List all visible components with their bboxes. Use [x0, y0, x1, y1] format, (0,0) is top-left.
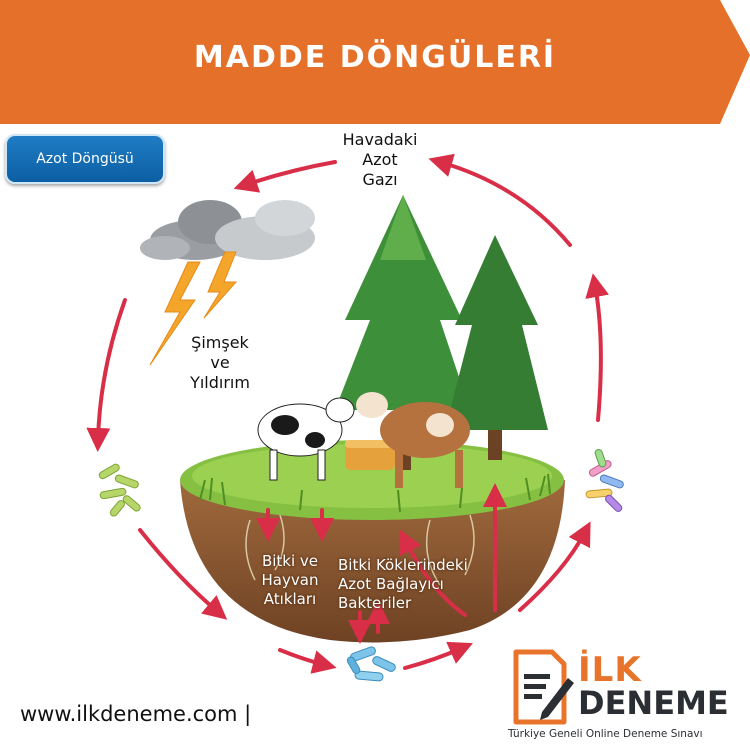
label-root-bacteria: Bitki Köklerindeki Azot Bağlayıcı Bakter… — [338, 556, 508, 613]
header-banner — [0, 0, 750, 124]
label-line: Atıkları — [263, 590, 317, 608]
bacteria-icon — [585, 449, 624, 512]
label-line: Hayvan — [261, 571, 319, 589]
label-line: Yıldırım — [190, 373, 250, 392]
lightning-icon — [149, 251, 238, 366]
bacteria-icon — [98, 463, 141, 517]
hay-icon — [345, 440, 395, 470]
label-line: Havadaki — [342, 130, 418, 149]
cow-icon — [257, 392, 470, 488]
page-title: MADDE DÖNGÜLERİ — [193, 40, 557, 75]
document-pen-icon — [513, 649, 574, 725]
cycle-arrows — [86, 153, 609, 674]
website-url[interactable]: www.ilkdeneme.com | — [20, 702, 252, 726]
label-lightning: Şimşek ve Yıldırım — [170, 333, 270, 393]
label-line: Gazı — [362, 170, 398, 189]
cloud-icon — [140, 200, 315, 260]
label-line: Bitki Köklerindeki — [338, 556, 468, 574]
brand-logo: İLK DENEME Türkiye Geneli Online Deneme … — [508, 646, 733, 746]
label-line: Azot — [362, 150, 398, 169]
topic-badge: Azot Döngüsü — [5, 134, 165, 184]
label-atmosphere-nitrogen: Havadaki Azot Gazı — [330, 130, 430, 190]
label-plant-animal-waste: Bitki ve Hayvan Atıkları — [240, 552, 340, 609]
logo-text-bottom: DENEME — [578, 684, 729, 722]
label-line: Bitki ve — [261, 552, 319, 570]
label-line: Şimşek — [191, 333, 249, 352]
label-line: Bakteriler — [338, 594, 412, 612]
label-line: ve — [210, 353, 230, 372]
logo-tagline: Türkiye Geneli Online Deneme Sınavı — [508, 728, 703, 740]
bacteria-icon — [346, 646, 396, 682]
logo-text-top: İLK — [578, 650, 642, 690]
label-line: Azot Bağlayıcı — [338, 575, 444, 593]
